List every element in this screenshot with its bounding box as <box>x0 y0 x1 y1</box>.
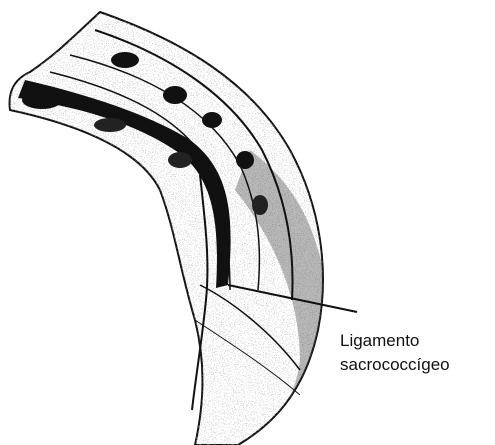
label-ligamento: Ligamento <box>340 330 419 351</box>
label-sacrococcigeo: sacrococcígeo <box>340 354 450 375</box>
